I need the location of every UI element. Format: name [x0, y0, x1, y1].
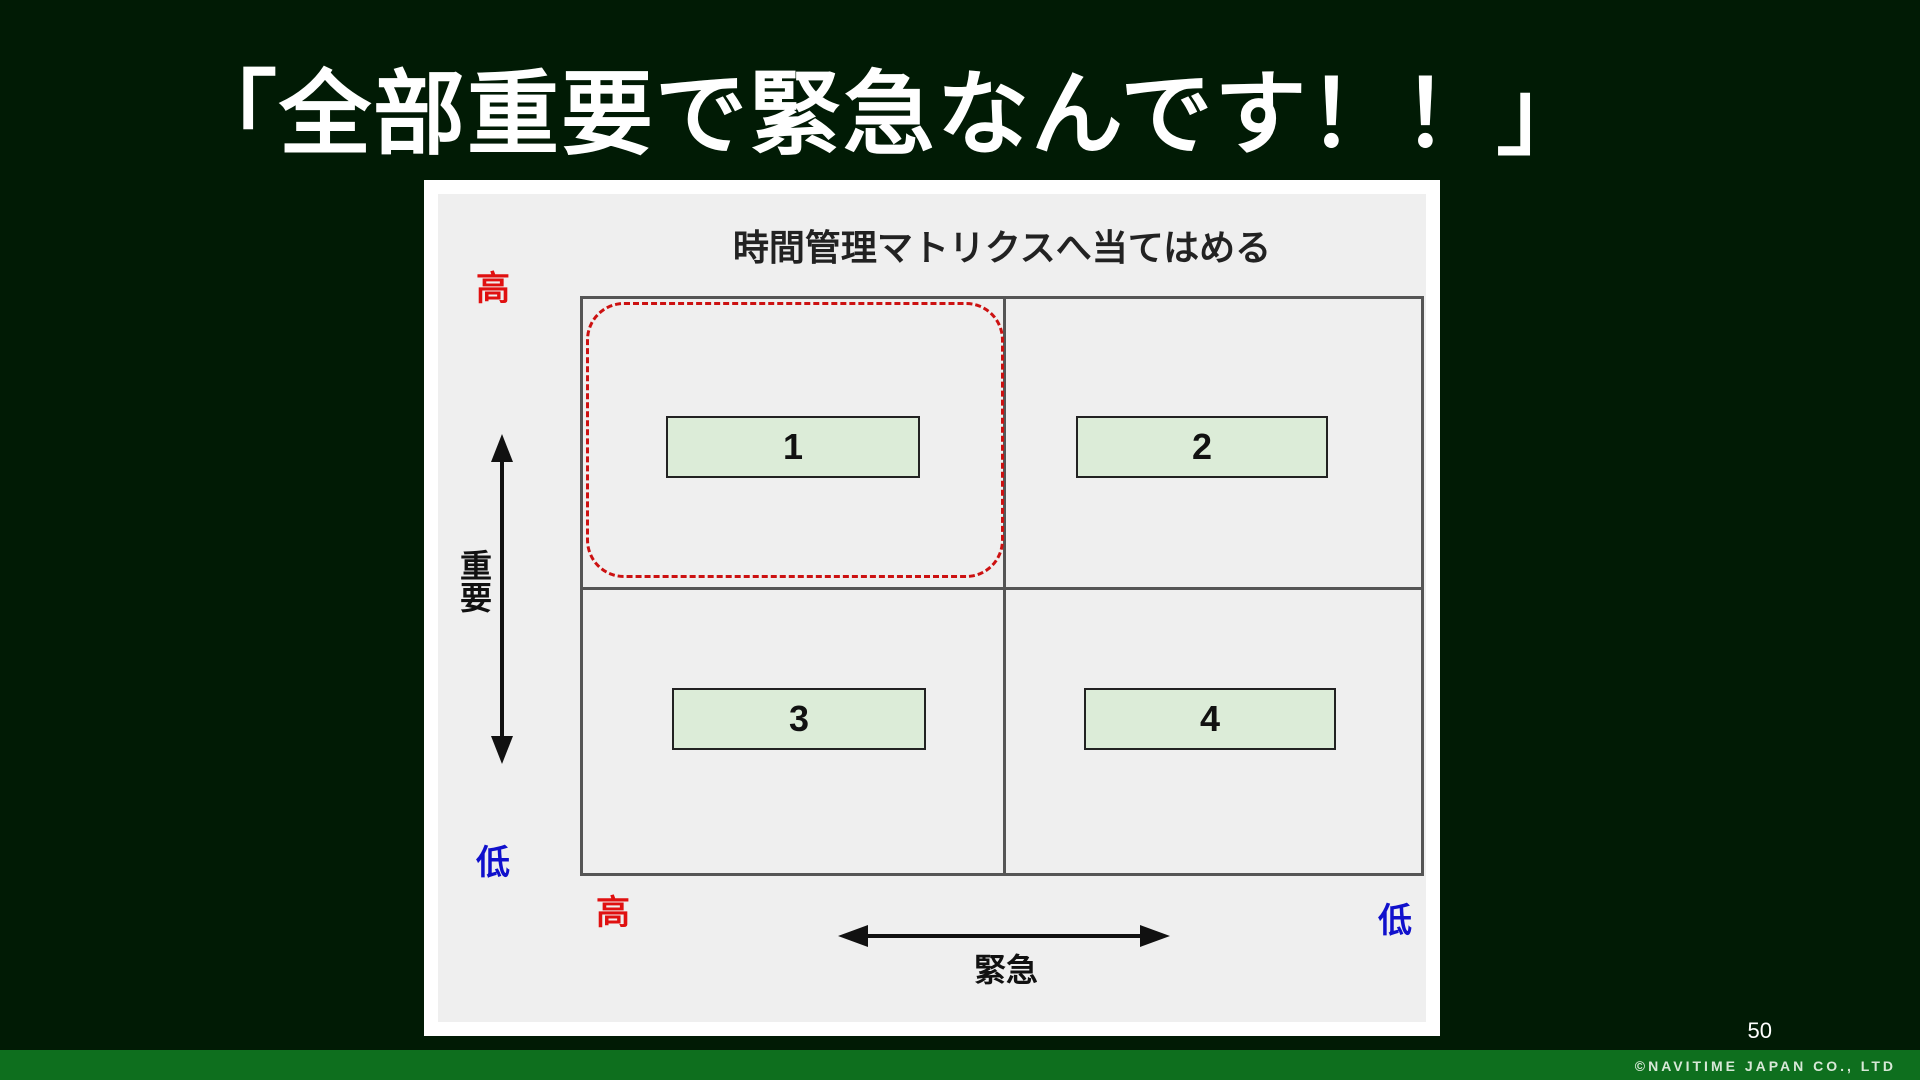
- quadrant-1-box: 1: [666, 416, 920, 478]
- vertical-axis-label: 重要: [455, 549, 493, 613]
- grid-divider-vertical: [1003, 299, 1006, 873]
- quadrant-3-box: 3: [672, 688, 926, 750]
- vertical-axis-high-label: 高: [476, 269, 510, 309]
- matrix-panel-inner: 時間管理マトリクスへ当てはめる 高 重要 低 1 2 3 4 高 緊急 低: [438, 194, 1426, 1022]
- horizontal-axis-low-label: 低: [1378, 901, 1412, 941]
- quadrant-1-highlight: [586, 302, 1004, 578]
- matrix-panel: 時間管理マトリクスへ当てはめる 高 重要 低 1 2 3 4 高 緊急 低: [424, 180, 1440, 1036]
- matrix-title: 時間管理マトリクスへ当てはめる: [732, 228, 1272, 269]
- matrix-grid: [580, 296, 1424, 876]
- grid-divider-horizontal: [583, 587, 1421, 590]
- horizontal-axis-high-label: 高: [596, 893, 630, 933]
- quadrant-2-box: 2: [1076, 416, 1328, 478]
- slide-title: 「全部重要で緊急なんです！！」: [185, 61, 1591, 168]
- horizontal-axis-arrow: [838, 925, 1170, 947]
- copyright-text: ©NAVITIME JAPAN CO., LTD: [1634, 1058, 1896, 1074]
- footer-bar: ©NAVITIME JAPAN CO., LTD: [0, 1050, 1920, 1080]
- vertical-axis-arrow: [491, 434, 513, 764]
- vertical-axis-low-label: 低: [476, 843, 510, 883]
- quadrant-4-box: 4: [1084, 688, 1336, 750]
- horizontal-axis-label: 緊急: [974, 951, 1039, 989]
- page-number: 50: [1747, 1018, 1772, 1043]
